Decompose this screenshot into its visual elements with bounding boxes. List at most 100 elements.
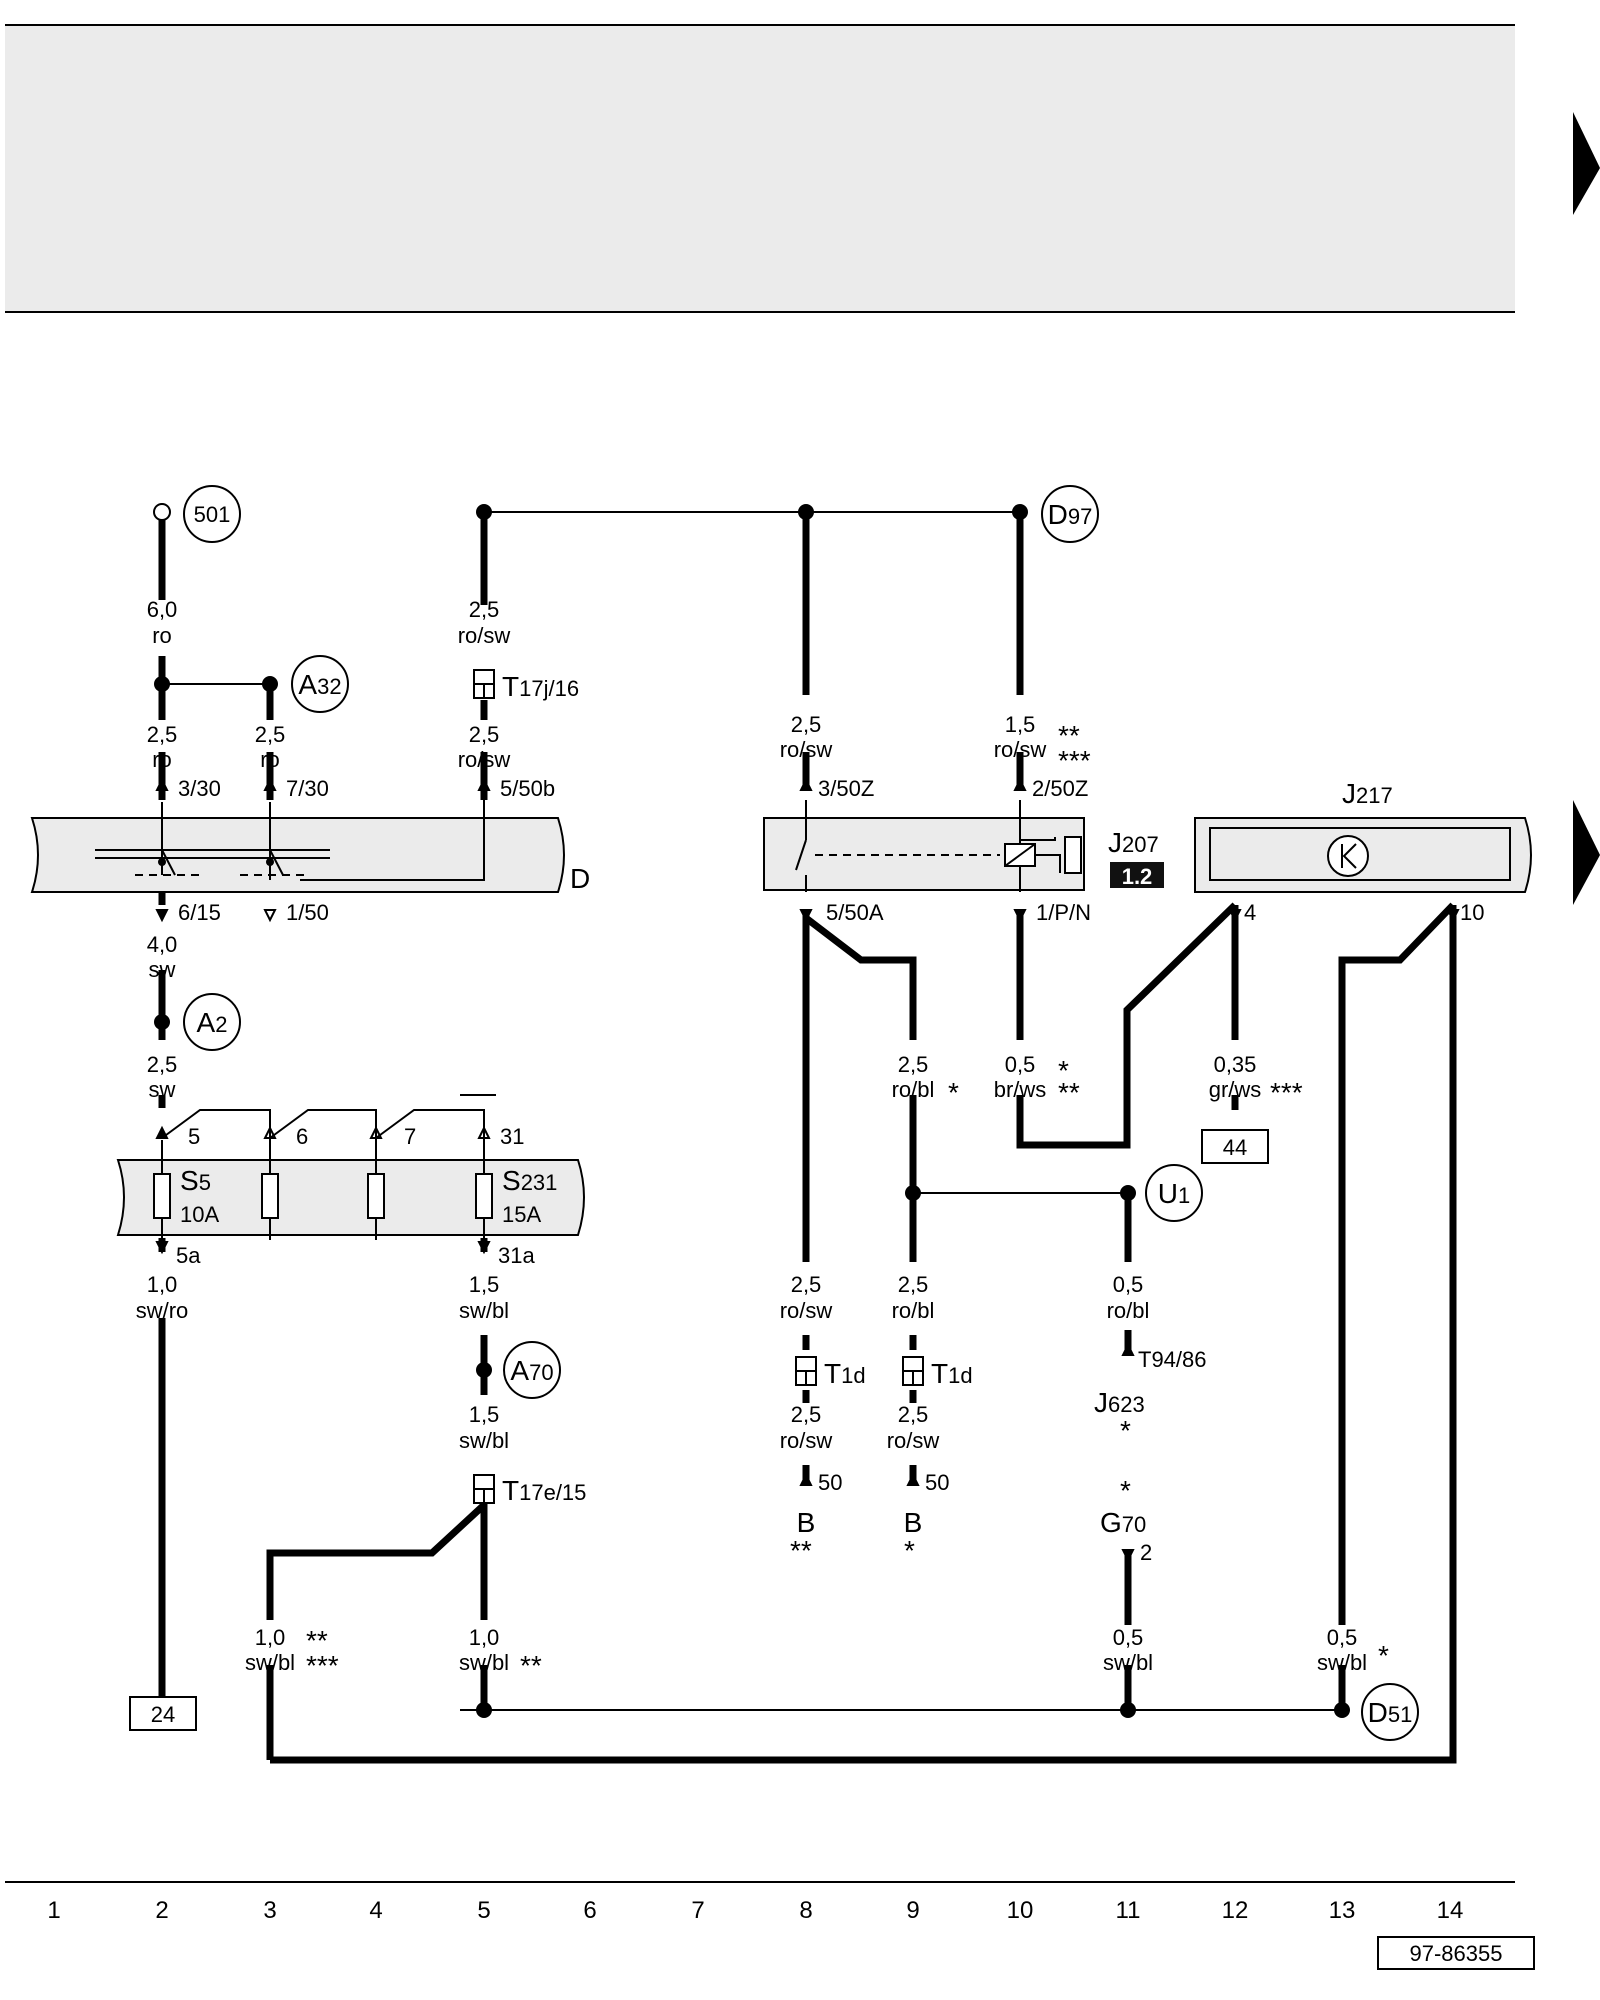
ref-circle-D97: D97 bbox=[1041, 485, 1099, 543]
svg-text:7: 7 bbox=[691, 1897, 704, 1924]
svg-text:A2: A2 bbox=[197, 1007, 228, 1038]
svg-text:ro/bl: ro/bl bbox=[892, 1298, 935, 1323]
component-J207-label: J207 bbox=[1108, 827, 1159, 858]
svg-text:2/50Z: 2/50Z bbox=[1032, 776, 1088, 801]
svg-text:5a: 5a bbox=[176, 1243, 201, 1268]
page-ref-24[interactable]: 24 bbox=[129, 1696, 197, 1731]
svg-text:7: 7 bbox=[404, 1124, 416, 1149]
document-id: 97-86355 bbox=[1377, 1936, 1535, 1970]
component-D bbox=[30, 800, 565, 893]
svg-text:2,5: 2,5 bbox=[791, 712, 822, 737]
svg-text:3/30: 3/30 bbox=[178, 776, 221, 801]
svg-text:5: 5 bbox=[477, 1897, 490, 1924]
svg-text:br/ws: br/ws bbox=[994, 1077, 1047, 1102]
svg-text:sw/bl: sw/bl bbox=[459, 1298, 509, 1323]
svg-text:2,5: 2,5 bbox=[147, 722, 178, 747]
svg-text:ro/sw: ro/sw bbox=[994, 737, 1047, 762]
svg-text:**: ** bbox=[1058, 720, 1080, 751]
svg-text:1/P/N: 1/P/N bbox=[1036, 900, 1091, 925]
component-J217-label: J217 bbox=[1342, 778, 1393, 809]
page-forward-arrow[interactable] bbox=[1573, 112, 1600, 215]
svg-text:2,5: 2,5 bbox=[147, 1052, 178, 1077]
svg-text:sw/bl: sw/bl bbox=[459, 1650, 509, 1675]
page-ref-44[interactable]: 44 bbox=[1201, 1129, 1269, 1164]
fuse-S231-rating: 15A bbox=[502, 1202, 541, 1227]
component-D-label: D bbox=[570, 863, 590, 894]
svg-text:ro/sw: ro/sw bbox=[458, 747, 511, 772]
connector-T17e-label: T17e/15 bbox=[502, 1475, 586, 1506]
pin-labels: 3/30 7/30 5/50b 3/50Z 2/50Z 6/15 1/50 5/… bbox=[176, 776, 1484, 1565]
svg-text:2,5: 2,5 bbox=[791, 1272, 822, 1297]
fuse-7 bbox=[367, 1173, 385, 1219]
terminal-501-icon bbox=[153, 503, 171, 521]
svg-text:1,0: 1,0 bbox=[147, 1272, 178, 1297]
svg-text:1,5: 1,5 bbox=[469, 1272, 500, 1297]
page-forward-arrow[interactable] bbox=[1573, 800, 1600, 905]
fuse-holder bbox=[116, 1109, 585, 1240]
svg-text:24: 24 bbox=[151, 1702, 175, 1727]
ref-circle-A32: A32 bbox=[291, 655, 349, 713]
component-B2-label: B bbox=[904, 1507, 923, 1538]
svg-text:A70: A70 bbox=[510, 1355, 553, 1386]
svg-text:ro/bl: ro/bl bbox=[892, 1077, 935, 1102]
svg-text:44: 44 bbox=[1223, 1135, 1247, 1160]
svg-text:**: ** bbox=[306, 1625, 328, 1656]
svg-text:1/50: 1/50 bbox=[286, 900, 329, 925]
svg-text:1,0: 1,0 bbox=[469, 1625, 500, 1650]
svg-text:**: ** bbox=[1058, 1077, 1080, 1108]
svg-text:50: 50 bbox=[818, 1470, 842, 1495]
svg-text:2,5: 2,5 bbox=[898, 1272, 929, 1297]
svg-text:2: 2 bbox=[155, 1897, 168, 1924]
svg-text:ro/sw: ro/sw bbox=[780, 1298, 833, 1323]
svg-text:6: 6 bbox=[583, 1897, 596, 1924]
svg-text:1,0: 1,0 bbox=[255, 1625, 286, 1650]
svg-text:5/50A: 5/50A bbox=[826, 900, 884, 925]
svg-text:4,0: 4,0 bbox=[147, 932, 178, 957]
svg-text:1,5: 1,5 bbox=[1005, 712, 1036, 737]
svg-text:2: 2 bbox=[1140, 1540, 1152, 1565]
svg-text:*: * bbox=[1120, 1475, 1131, 1506]
connector-T17e-icon bbox=[473, 1474, 495, 1504]
component-J623-label: J623 bbox=[1094, 1387, 1145, 1418]
svg-text:501: 501 bbox=[194, 502, 231, 527]
svg-text:ro: ro bbox=[152, 747, 172, 772]
svg-text:5: 5 bbox=[188, 1124, 200, 1149]
svg-text:ro/sw: ro/sw bbox=[780, 737, 833, 762]
svg-text:sw/bl: sw/bl bbox=[459, 1428, 509, 1453]
svg-text:10: 10 bbox=[1460, 900, 1484, 925]
svg-text:sw/bl: sw/bl bbox=[245, 1650, 295, 1675]
svg-text:2,5: 2,5 bbox=[791, 1402, 822, 1427]
svg-text:D51: D51 bbox=[1368, 1697, 1413, 1728]
svg-text:A32: A32 bbox=[298, 669, 341, 700]
svg-text:***: *** bbox=[1270, 1077, 1303, 1108]
svg-text:2,5: 2,5 bbox=[898, 1402, 929, 1427]
connector-T17j-label: T17j/16 bbox=[502, 671, 579, 702]
svg-text:14: 14 bbox=[1437, 1897, 1464, 1924]
instrument-gauge-icon bbox=[1327, 835, 1369, 877]
connector-T1d-b-icon bbox=[902, 1356, 924, 1386]
component-B1-label: B bbox=[797, 1507, 816, 1538]
svg-text:4: 4 bbox=[369, 1897, 382, 1924]
svg-text:6,0: 6,0 bbox=[147, 597, 178, 622]
thin-wires bbox=[162, 511, 1342, 1711]
svg-text:ro/sw: ro/sw bbox=[780, 1428, 833, 1453]
svg-text:gr/ws: gr/ws bbox=[1209, 1077, 1262, 1102]
fuse-S231-label: S231 bbox=[502, 1165, 557, 1196]
svg-text:12: 12 bbox=[1222, 1897, 1249, 1924]
connector-T1d-a-icon bbox=[795, 1356, 817, 1386]
ref-circle-D51: D51 bbox=[1361, 1683, 1419, 1741]
component-J217 bbox=[1194, 817, 1532, 893]
pin-markers bbox=[155, 777, 1460, 1563]
ref-circle-A2: A2 bbox=[183, 993, 241, 1051]
svg-text:0,5: 0,5 bbox=[1005, 1052, 1036, 1077]
svg-text:0,35: 0,35 bbox=[1214, 1052, 1257, 1077]
svg-text:D97: D97 bbox=[1048, 499, 1093, 530]
connector-T1d-b-label: T1d bbox=[931, 1358, 973, 1389]
footnote-stars: ** *** * * ** *** ** * * * ** *** ** * bbox=[306, 720, 1389, 1681]
ref-circle-501: 501 bbox=[183, 485, 241, 543]
svg-text:1: 1 bbox=[47, 1897, 60, 1924]
svg-text:31a: 31a bbox=[498, 1243, 535, 1268]
svg-text:50: 50 bbox=[925, 1470, 949, 1495]
svg-text:ro/sw: ro/sw bbox=[887, 1428, 940, 1453]
